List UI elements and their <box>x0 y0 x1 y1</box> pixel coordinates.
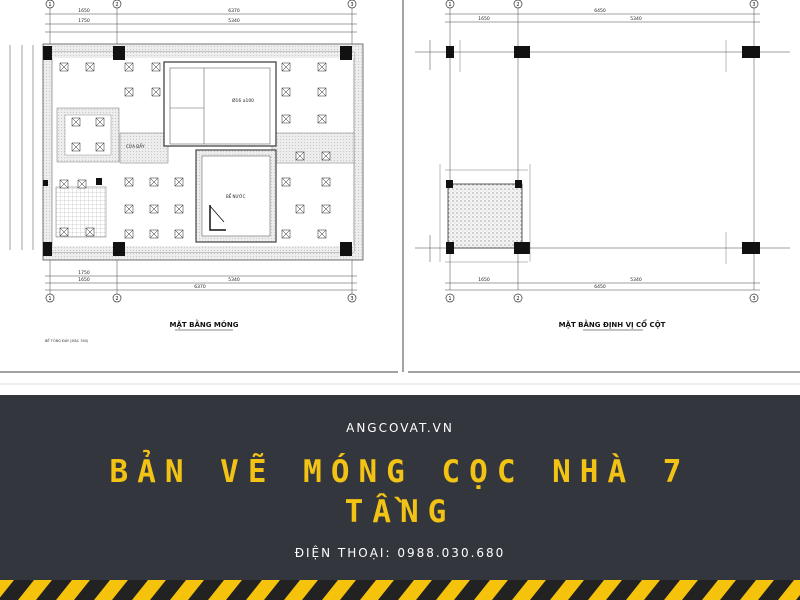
stripe-bar <box>778 580 800 600</box>
svg-text:3: 3 <box>752 296 755 302</box>
grid-label-3-bottom: 3 <box>350 296 353 302</box>
svg-text:1650: 1650 <box>78 277 90 283</box>
svg-text:3: 3 <box>752 2 755 8</box>
grid-label-2-bottom: 2 <box>115 296 118 302</box>
phone-number: ĐIỆN THOẠI: 0988.030.680 <box>294 546 506 560</box>
stripe-bar <box>664 580 698 600</box>
svg-text:1: 1 <box>448 296 451 302</box>
stripe-bar <box>94 580 128 600</box>
svg-text:6370: 6370 <box>228 8 240 14</box>
stripe-bar <box>284 580 318 600</box>
svg-text:2: 2 <box>516 2 519 8</box>
stripe-bar <box>18 580 52 600</box>
stripe-bar <box>740 580 774 600</box>
banner-title-line-2: TẦNG <box>344 494 456 530</box>
title-banner <box>0 395 800 600</box>
stripe-bar <box>170 580 204 600</box>
stripe-bar <box>436 580 470 600</box>
grid-label-3: 3 <box>350 2 353 8</box>
svg-text:1750: 1750 <box>78 18 90 24</box>
stripe-bar <box>398 580 432 600</box>
stripe-bar <box>56 580 90 600</box>
stripe-bar <box>474 580 508 600</box>
stripe-bar <box>626 580 660 600</box>
stripe-bar <box>246 580 280 600</box>
svg-text:1650: 1650 <box>478 16 490 22</box>
architectural-drawing: 1 2 3 1 2 3 1650 6370 1750 5340 1650 534… <box>0 0 800 385</box>
svg-text:5340: 5340 <box>630 16 642 22</box>
svg-text:2: 2 <box>516 296 519 302</box>
svg-text:6450: 6450 <box>594 284 606 290</box>
svg-text:BỂ NƯỚC: BỂ NƯỚC <box>226 194 246 199</box>
foundation-plan: 1 2 3 1 2 3 1650 6370 1750 5340 1650 534… <box>9 0 364 343</box>
stripe-bar <box>588 580 622 600</box>
column-plan-caption: MẶT BẰNG ĐỊNH VỊ CỔ CỘT <box>559 319 666 329</box>
stripe-bar <box>512 580 546 600</box>
svg-text:Ø16 a100: Ø16 a100 <box>232 97 254 104</box>
banner-title-line-1: BẢN VẼ MÓNG CỌC NHÀ 7 <box>109 454 691 490</box>
svg-text:1: 1 <box>448 2 451 8</box>
stripe-bar <box>132 580 166 600</box>
svg-text:6450: 6450 <box>594 8 606 14</box>
stripe-bar <box>208 580 242 600</box>
grid-label-2: 2 <box>115 2 118 8</box>
svg-text:5340: 5340 <box>228 277 240 283</box>
svg-text:1650: 1650 <box>78 8 90 14</box>
stripe-bar <box>360 580 394 600</box>
stripe-bar <box>322 580 356 600</box>
foundation-note: BỂ TÔNG ĐÁY (MÁC 300) <box>45 338 89 343</box>
stripe-bar <box>0 580 14 598</box>
svg-text:5340: 5340 <box>630 277 642 283</box>
stripe-bar <box>702 580 736 600</box>
grid-label-1: 1 <box>48 2 51 8</box>
banner-title: BẢN VẼ MÓNG CỌC NHÀ 7 TẦNG <box>0 452 800 532</box>
svg-text:5340: 5340 <box>228 18 240 24</box>
site-name: ANGCOVAT.VN <box>346 421 454 435</box>
grid-label-1-bottom: 1 <box>48 296 51 302</box>
stripe-bar <box>550 580 584 600</box>
svg-text:6370: 6370 <box>194 284 206 290</box>
hazard-stripe <box>0 580 800 600</box>
column-position-plan: 1 2 3 1 2 3 1650 5340 6450 1650 5340 645… <box>415 0 790 331</box>
svg-text:1750: 1750 <box>78 270 90 276</box>
svg-text:CỬA ĐẨY: CỬA ĐẨY <box>126 144 145 149</box>
svg-text:1650: 1650 <box>478 277 490 283</box>
foundation-plan-caption: MẶT BẰNG MÓNG <box>170 319 239 329</box>
